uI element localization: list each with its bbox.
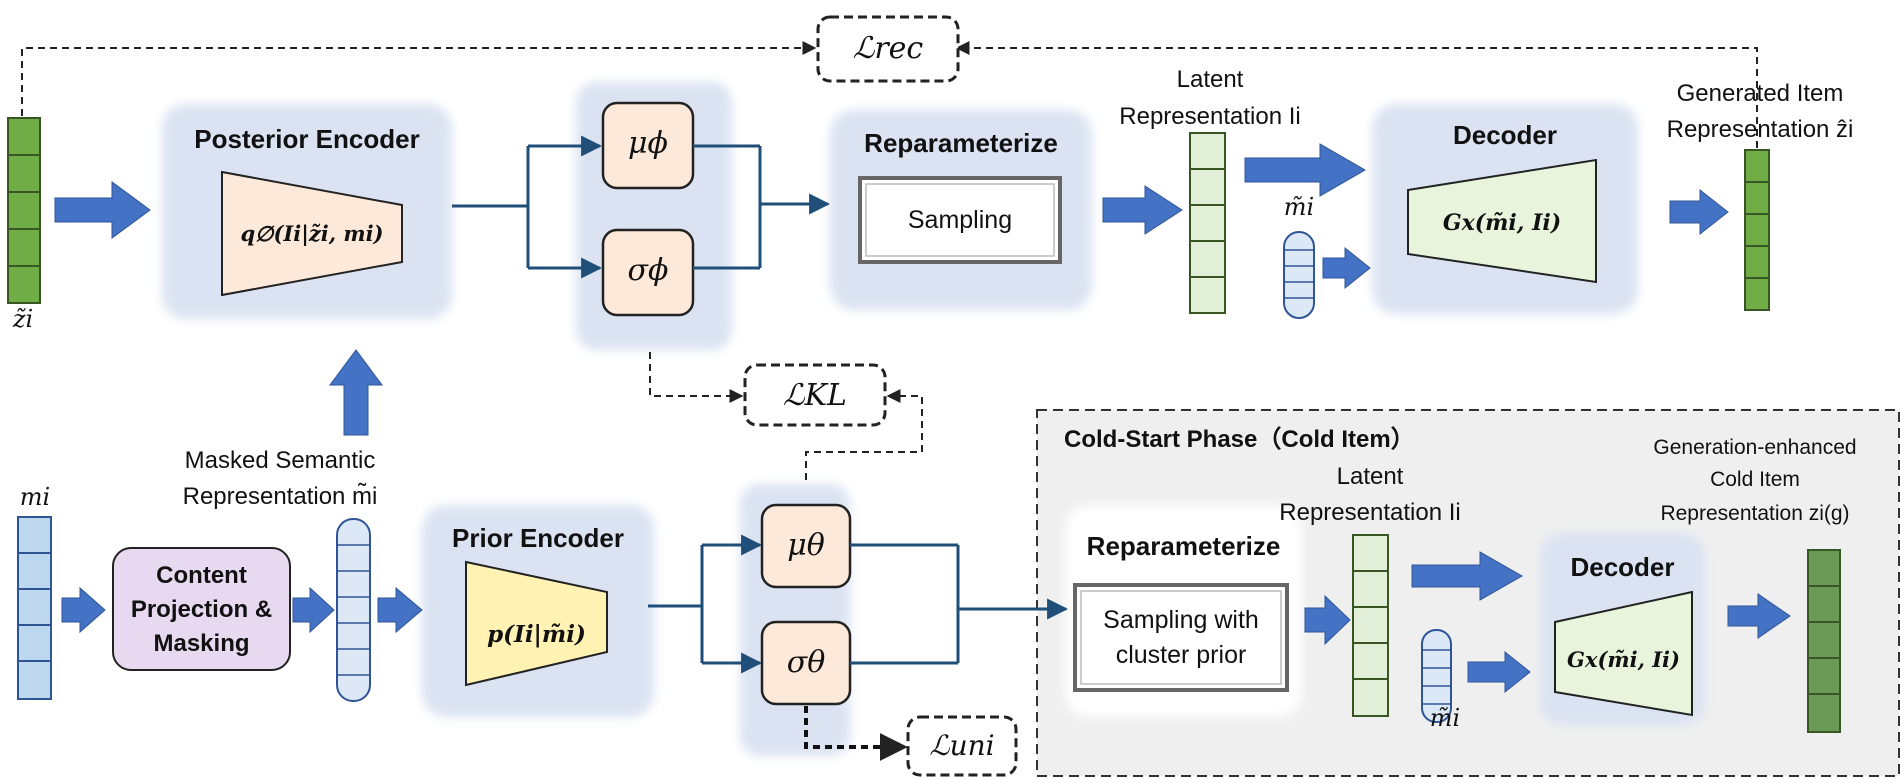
arrow-cold-latent-to-decoder <box>1411 551 1524 601</box>
arrow-cold-sampling-to-latent <box>1304 594 1351 646</box>
content-line3: Masking <box>153 630 250 657</box>
sampling-box <box>858 176 1062 264</box>
rec-loss-lines <box>21 41 1758 148</box>
input-vector-z-tilde <box>7 117 41 304</box>
cold-gen-line3: Representation zi(g) <box>1660 502 1850 525</box>
cold-output-vector <box>1807 549 1841 733</box>
cold-reparameterize-title: Reparameterize <box>1086 531 1281 561</box>
cold-latent-vector <box>1352 534 1389 717</box>
prior-formula: p(Ii|m̃i) <box>487 621 586 648</box>
posterior-formula: q∅(Ii|z̃i, mi) <box>240 221 384 246</box>
posterior-encoder-trapezoid <box>221 170 403 297</box>
prior-merge-lines <box>850 543 1069 665</box>
cold-sampling-line1: Sampling with <box>1103 606 1259 634</box>
masked-vector-bottom <box>336 518 371 702</box>
cold-decoder-trapezoid <box>1554 590 1693 717</box>
content-line1: Content <box>156 562 247 589</box>
generated-output-vector <box>1744 149 1770 311</box>
arrow-masked-to-posterior <box>329 349 383 436</box>
masked-semantic-line2: Representation m̃i <box>182 483 378 510</box>
latent-vector-top <box>1189 132 1226 314</box>
top-reparameterize-title: Reparameterize <box>864 128 1058 158</box>
prior-encoder-trapezoid <box>465 560 608 687</box>
mu-phi-label: μϕ <box>628 126 668 161</box>
rec-loss-label: ℒrec <box>852 31 924 66</box>
arrow-input-to-posterior <box>54 181 151 239</box>
cold-sampling-line2: cluster prior <box>1115 641 1247 669</box>
cold-sampling-box <box>1073 583 1289 692</box>
decoder-trapezoid-top <box>1407 158 1597 284</box>
arrow-content-to-masked <box>292 586 335 634</box>
masked-semantic-line1: Masked Semantic <box>184 447 376 474</box>
top-decoder-title: Decoder <box>1452 120 1558 150</box>
kl-loss-label: ℒKL <box>783 378 847 413</box>
top-latent-line1: Latent <box>1176 66 1244 93</box>
cold-masked-vector <box>1421 629 1452 723</box>
arrow-masked-to-prior <box>377 586 423 634</box>
input-vector-m <box>17 516 52 700</box>
arrow-cold-mask-to-decoder <box>1467 650 1531 694</box>
content-projection-box <box>112 547 291 671</box>
arrow-decoder-to-output <box>1669 188 1729 236</box>
arrow-mask-to-decoder <box>1322 246 1371 290</box>
top-decoder-formula: Gx(m̃i, Ii) <box>1442 210 1562 236</box>
sigma-phi-box <box>601 228 695 317</box>
rec-loss-box <box>816 15 960 83</box>
generated-line1: Generated Item <box>1676 80 1844 107</box>
prior-split-lines <box>648 534 763 674</box>
kl-loss-box <box>743 363 887 427</box>
uni-loss-line <box>804 706 908 761</box>
sampling-label: Sampling <box>907 206 1013 234</box>
masked-vector-top <box>1283 231 1315 319</box>
cold-decoder-formula: Gx(m̃i, Ii) <box>1567 647 1680 672</box>
arrow-cold-decoder-to-output <box>1727 593 1791 639</box>
cold-latent-line1: Latent <box>1336 463 1404 490</box>
cold-mask-label: m̃i <box>1429 704 1461 732</box>
uni-loss-box <box>906 715 1018 777</box>
cold-gen-line2: Cold Item <box>1710 468 1800 491</box>
arrow-m-to-content <box>61 586 106 634</box>
kl-loss-lines <box>649 352 923 480</box>
cold-gen-line1: Generation-enhanced <box>1653 436 1857 459</box>
content-line2: Projection & <box>130 596 273 623</box>
sigma-theta-label: σθ <box>786 645 826 680</box>
cold-decoder-title: Decoder <box>1570 552 1675 582</box>
top-latent-line2: Representation Ii <box>1119 103 1301 130</box>
mu-theta-label: μθ <box>787 528 825 563</box>
input-z-tilde-label: z̃i <box>12 305 34 333</box>
prior-encoder-title: Prior Encoder <box>452 523 624 553</box>
posterior-encoder-title: Posterior Encoder <box>194 124 420 154</box>
top-merge-lines <box>693 144 831 270</box>
uni-loss-label: ℒuni <box>929 729 995 762</box>
generated-line2: Representation ẑi <box>1666 116 1854 143</box>
cold-latent-line2: Representation Ii <box>1279 499 1461 526</box>
input-m-label: mi <box>19 483 51 511</box>
arrow-latent-to-decoder <box>1244 143 1366 197</box>
cold-phase-title: Cold-Start Phase（Cold Item） <box>1064 426 1415 453</box>
sigma-phi-label: σϕ <box>627 253 669 288</box>
top-mask-label: m̃i <box>1283 193 1315 221</box>
arrow-sampling-to-latent <box>1102 185 1183 235</box>
posterior-split-lines <box>452 135 603 279</box>
